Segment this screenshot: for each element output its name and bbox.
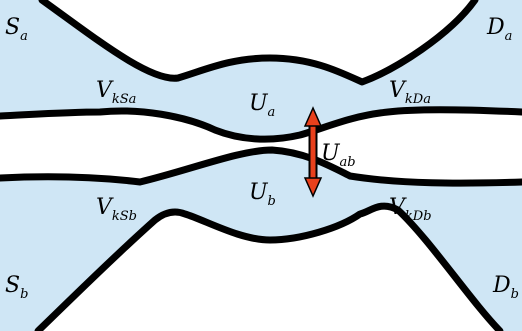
label-interaction-a: Ua (249, 91, 275, 120)
label-drain-b: Db (492, 273, 519, 302)
boundary-top-gate (38, 0, 479, 86)
upper-channel-region (0, 0, 522, 140)
boundary-bottom-gate (34, 202, 504, 331)
label-source-b: Sb (5, 273, 28, 302)
label-coupling-source-b: VkSb (96, 195, 137, 224)
boundary-lower-inner (0, 146, 522, 187)
boundary-upper-inner (0, 106, 522, 143)
label-coupling-drain-b: VkDb (389, 195, 432, 224)
label-interaction-b: Ub (249, 180, 276, 209)
label-coupling-drain-a: VkDa (389, 78, 431, 107)
coupling-arrow (303, 106, 323, 198)
label-interdot-coupling: Uab (321, 141, 356, 170)
lower-channel-region (0, 150, 522, 331)
label-source-a: Sa (5, 15, 28, 44)
label-coupling-source-a: VkSa (96, 78, 136, 107)
label-drain-a: Da (486, 15, 512, 44)
